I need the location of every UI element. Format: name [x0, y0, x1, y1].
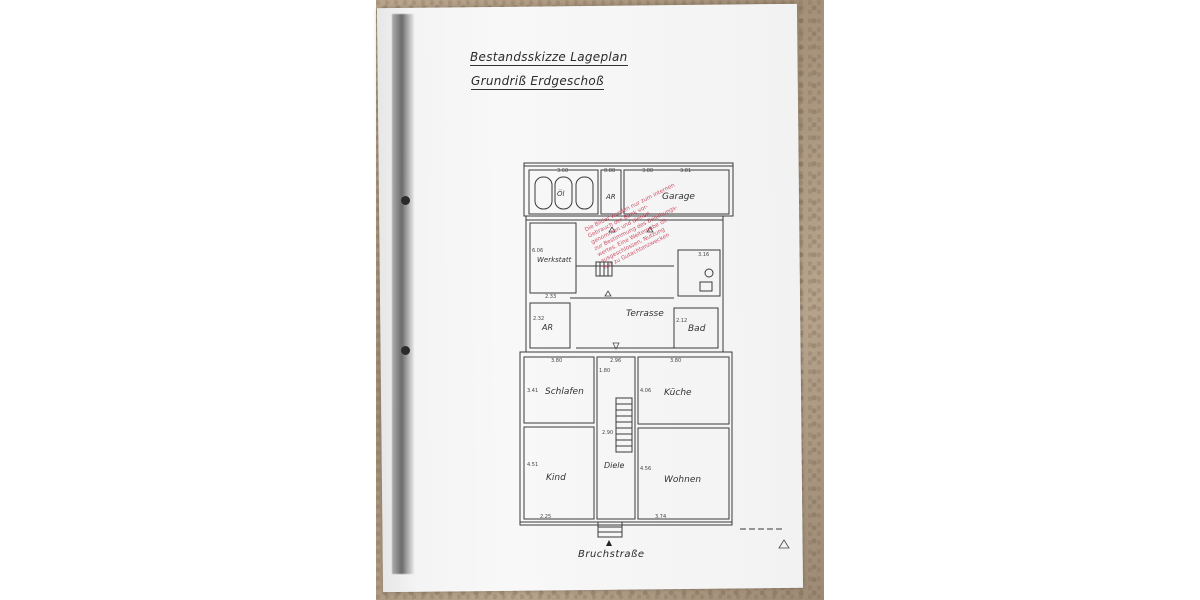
oil-tank-2: [554, 176, 573, 210]
room-label-garage: Garage: [662, 192, 695, 202]
diele-room: [596, 356, 636, 520]
room-label-kind: Kind: [546, 473, 566, 483]
room-label-ar-left: AR: [541, 323, 553, 332]
bad-room: [673, 307, 719, 349]
dimension-label: 2.90: [602, 430, 613, 436]
street-label: Bruchstraße: [578, 549, 645, 560]
room-label-oel: Öl: [557, 189, 565, 198]
room-label-werkstatt: Werkstatt: [537, 256, 572, 264]
marker-triangle: [604, 290, 612, 297]
schlafen-room: [523, 356, 595, 424]
dimension-label: 4.06: [640, 388, 651, 394]
sink-fixture: [699, 281, 713, 292]
entrance-arrow-icon: [606, 540, 612, 546]
dimension-label: 3.74: [655, 514, 666, 520]
dimension-label: 2.32: [533, 316, 544, 322]
dimension-label: 0.88: [604, 168, 615, 174]
werkstatt-room: [529, 222, 577, 294]
punch-hole-bottom: [401, 346, 410, 355]
room-label-terrasse: Terrasse: [626, 309, 664, 319]
dimension-label: 1.80: [599, 368, 610, 374]
kueche-room: [637, 356, 730, 425]
dimension-label: 3.80: [551, 358, 562, 364]
room-label-wohnen: Wohnen: [664, 475, 701, 485]
wohnen-room: [637, 427, 730, 520]
marker-triangle: [608, 226, 616, 233]
marker-triangle: [646, 226, 654, 233]
room-label-diele: Diele: [604, 461, 625, 470]
dimension-label: 3.81: [680, 168, 691, 174]
garage-room: [623, 169, 730, 215]
oil-tank-1: [534, 176, 553, 210]
dimension-label: 2.33: [545, 294, 556, 300]
dimension-label: 3.88: [642, 168, 653, 174]
dimension-label: 4.51: [527, 462, 538, 468]
wc-area: [677, 249, 721, 297]
ar-left-room: [529, 302, 571, 349]
dimension-label: 2.96: [610, 358, 621, 364]
oil-room: [528, 169, 599, 215]
document-title: Bestandsskizze Lageplan: [470, 50, 628, 66]
binding-strip: [392, 14, 414, 574]
room-label-ar-top: AR: [605, 193, 616, 201]
wall-bottom-block: [519, 351, 733, 526]
wall-top-block: [523, 162, 734, 217]
room-label-bad: Bad: [688, 324, 706, 334]
room-label-schlafen: Schlafen: [545, 387, 584, 397]
entrance-steps: [597, 521, 623, 538]
kind-room: [523, 426, 595, 520]
room-label-kueche: Küche: [664, 388, 692, 398]
dimension-label: 2.12: [676, 318, 687, 324]
marker-triangle: [612, 342, 620, 350]
document-subtitle: Grundriß Erdgeschoß: [471, 74, 604, 90]
dimension-label: 3.41: [527, 388, 538, 394]
punch-hole-top: [401, 196, 410, 205]
north-arrow-icon: [778, 539, 790, 549]
stair-diele: [615, 397, 633, 453]
dimension-label: 2.25: [540, 514, 551, 520]
dimension-label: 3.80: [670, 358, 681, 364]
ar-top-room: [600, 169, 622, 215]
oil-tank-3: [575, 176, 594, 210]
dimension-label: 4.56: [640, 466, 651, 472]
dimension-label: 3.60: [557, 168, 568, 174]
dimension-label: 3.16: [698, 252, 709, 258]
toilet-fixture: [704, 268, 714, 278]
dimension-label: 6.06: [532, 248, 543, 254]
